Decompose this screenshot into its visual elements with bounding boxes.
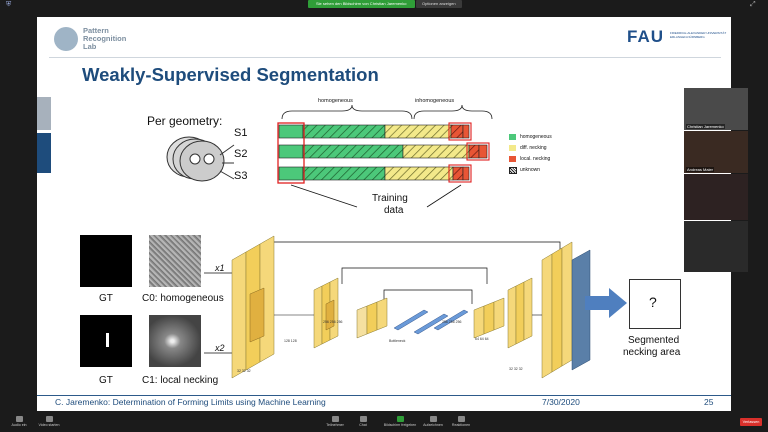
training-data-label-2: data xyxy=(384,205,404,216)
camera-icon xyxy=(45,416,53,422)
s3-label: S3 xyxy=(234,170,248,182)
participant-name: Andreas Maier xyxy=(686,167,715,172)
bracket-annotations xyxy=(281,104,493,120)
dims-64-label: 64 64 64 xyxy=(475,337,489,341)
c0-caption: C0: homogeneous xyxy=(142,293,224,304)
gt-caption-2: GT xyxy=(99,375,113,386)
fau-logo-subtext: FRIEDRICH-ALEXANDER UNIVERSITÄT ERLANGEN… xyxy=(670,31,727,39)
bottleneck-label: Bottleneck xyxy=(389,339,406,343)
s2-label: S2 xyxy=(234,148,248,160)
view-options-button[interactable]: Optionen anzeigen xyxy=(416,0,462,8)
record-button[interactable]: Aufzeichnen xyxy=(418,414,448,427)
gt-image-local-necking xyxy=(80,315,132,367)
chat-button[interactable]: Chat xyxy=(348,414,378,427)
legend-local-necking: local. necking xyxy=(520,156,551,162)
dims-32-decoder-label: 32 32 32 xyxy=(509,367,523,371)
footer-page-number: 25 xyxy=(704,397,714,407)
training-data-arrows xyxy=(290,184,462,208)
dims-256-label: 256 256 256 xyxy=(323,320,343,324)
header-divider xyxy=(49,57,721,58)
zoom-bottom-toolbar xyxy=(0,414,768,432)
gt-caption-1: GT xyxy=(99,293,113,304)
fullscreen-icon[interactable]: ⤢ xyxy=(750,1,756,8)
homogeneous-bracket-label: homogeneous xyxy=(318,98,353,104)
x1-label: x1 xyxy=(215,263,225,273)
pattern-recognition-lab-logo xyxy=(54,27,78,51)
necking-mask-stripe xyxy=(106,333,109,347)
side-accent-blue xyxy=(37,133,51,173)
segmented-label-1: Segmented xyxy=(628,335,680,346)
slide-title: Weakly-Supervised Segmentation xyxy=(82,64,379,85)
participant-tile[interactable]: Christian Jaremenko xyxy=(684,88,748,130)
microphone-icon xyxy=(15,416,23,422)
unet-architecture-diagram xyxy=(204,235,591,379)
dims-32-label: 32 32 32 xyxy=(237,369,251,373)
participant-video-strip: Christian Jaremenko Andreas Maier xyxy=(684,88,748,272)
legend-homogeneous-swatch xyxy=(509,134,516,140)
c1-strain-image xyxy=(149,315,201,367)
dims-128-label: 128 128 xyxy=(284,339,297,343)
dims-256-decoder-label: 256 256 256 xyxy=(442,320,462,324)
lab-logo-text: Pattern Recognition Lab xyxy=(83,26,127,51)
reactions-icon xyxy=(457,416,465,422)
segmented-label-2: necking area xyxy=(623,347,681,358)
x2-label: x2 xyxy=(215,343,225,353)
legend-diff-necking: diff. necking xyxy=(520,145,547,151)
footer-date: 7/30/2020 xyxy=(542,397,580,407)
fau-logo: FAU xyxy=(627,27,664,46)
legend-unknown: unknown xyxy=(520,167,541,173)
s1-label: S1 xyxy=(234,127,248,139)
gt-image-homogeneous xyxy=(80,235,132,287)
participants-button[interactable]: Teilnehmer xyxy=(320,414,350,427)
chat-icon xyxy=(359,416,367,422)
shared-slide: Pattern Recognition Lab FAU FRIEDRICH-AL… xyxy=(37,17,731,411)
participants-icon xyxy=(331,416,339,422)
legend-local-necking-swatch xyxy=(509,156,516,162)
c0-strain-image xyxy=(149,235,201,287)
label-bars xyxy=(277,122,490,184)
share-screen-icon xyxy=(396,416,404,422)
reactions-button[interactable]: Reaktionen xyxy=(446,414,476,427)
video-button[interactable]: Video starten xyxy=(34,414,64,427)
geometry-stack-diagram xyxy=(166,136,235,182)
output-question-mark: ? xyxy=(649,294,657,310)
legend-unknown-swatch xyxy=(509,167,517,174)
side-accent-gray xyxy=(37,97,51,130)
share-screen-button[interactable]: Bildschirm freigeben xyxy=(382,414,418,427)
record-icon xyxy=(429,416,437,422)
inhomogeneous-bracket-label: inhomogeneous xyxy=(415,98,455,104)
audio-button[interactable]: Audio ein xyxy=(4,414,34,427)
participant-tile[interactable]: Andreas Maier xyxy=(684,131,748,173)
screen-share-banner: Sie sehen den Bildschirm von Christian J… xyxy=(308,0,415,8)
segmented-area-box xyxy=(629,279,681,329)
legend-homogeneous: homogeneous xyxy=(520,134,552,140)
footer-divider xyxy=(37,395,731,396)
participant-tile[interactable] xyxy=(684,174,748,220)
legend-diff-necking-swatch xyxy=(509,145,516,151)
training-data-label-1: Training xyxy=(372,193,408,204)
shield-icon[interactable]: ⛨ xyxy=(6,1,12,8)
per-geometry-label: Per geometry: xyxy=(147,114,223,128)
leave-meeting-button[interactable]: Verlassen xyxy=(740,418,762,426)
footer-author-title: C. Jaremenko: Determination of Forming L… xyxy=(55,397,326,407)
participant-tile[interactable] xyxy=(684,221,748,272)
participant-name: Christian Jaremenko xyxy=(686,124,725,129)
output-arrow xyxy=(585,288,627,318)
c1-caption: C1: local necking xyxy=(142,375,219,386)
